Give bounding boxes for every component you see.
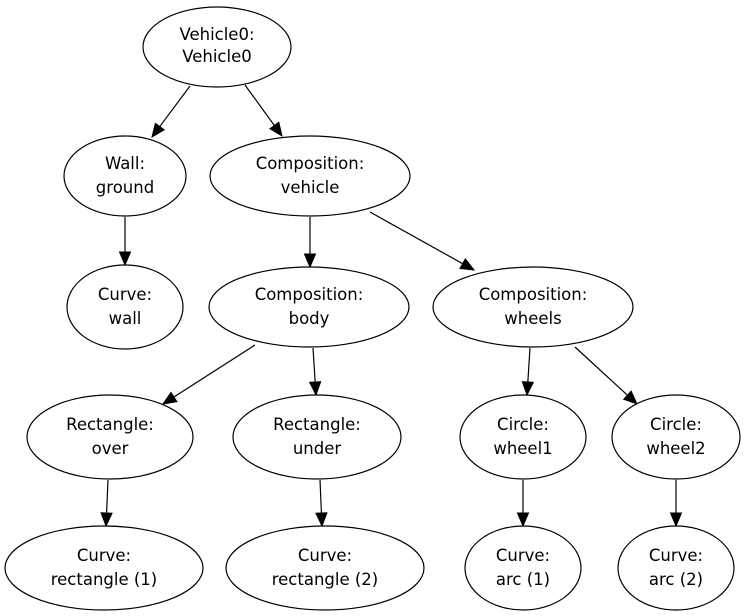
edge-body-to-under — [308, 347, 322, 397]
node-rect1-type: Curve: — [77, 546, 131, 565]
node-body-name: body — [289, 309, 330, 328]
node-ground: Wall: ground — [63, 135, 187, 217]
node-wheels: Composition: wheels — [432, 266, 634, 348]
arrowhead-icon — [118, 251, 132, 267]
node-vehicle-type: Composition: — [256, 154, 365, 173]
arrowhead-icon — [100, 512, 113, 528]
edge-vehicle-to-body — [303, 217, 317, 269]
edge-line — [369, 211, 463, 265]
node-wheels-name: wheels — [504, 309, 561, 328]
arrowhead-icon — [315, 512, 328, 528]
node-arc1: Curve: arc (1) — [464, 525, 582, 611]
node-wall: Curve: wall — [66, 264, 184, 350]
edge-wheels-to-wheel1 — [521, 347, 535, 397]
node-vehicle: Composition: vehicle — [209, 135, 411, 217]
edge-vehicle0-to-vehicle — [244, 84, 283, 138]
edge-wheels-to-wheel2 — [574, 346, 638, 405]
node-arc2-name: arc (2) — [649, 570, 703, 589]
node-vehicle0: Vehicle0: Vehicle0 — [142, 6, 292, 88]
node-vehicle-name: vehicle — [281, 178, 340, 197]
edge-body-to-over — [161, 344, 256, 405]
node-arc2: Curve: arc (2) — [617, 525, 735, 611]
edge-line — [159, 85, 191, 127]
arrowhead-icon — [303, 253, 317, 269]
edge-ground-to-wall — [118, 217, 132, 267]
arrowhead-icon — [516, 512, 530, 528]
edge-line — [244, 84, 275, 126]
arrowhead-icon — [151, 122, 166, 139]
node-wheel1-name: wheel1 — [493, 439, 552, 458]
edge-wheel2-to-arc2 — [669, 480, 683, 528]
node-body: Composition: body — [208, 266, 410, 348]
node-rect2-type: Curve: — [298, 546, 352, 565]
edge-wheel1-to-arc1 — [516, 480, 530, 528]
nodes: Vehicle0: Vehicle0 Wall: ground Composit… — [4, 6, 741, 611]
arrowhead-icon — [308, 381, 322, 397]
node-rect2: Curve: rectangle (2) — [225, 525, 425, 611]
edge-line — [527, 347, 531, 383]
edge-over-to-rect1 — [100, 479, 113, 528]
node-body-type: Composition: — [255, 285, 364, 304]
node-wheel2: Circle: wheel2 — [611, 394, 741, 480]
node-under: Rectangle: under — [232, 394, 402, 480]
edge-line — [105, 479, 109, 514]
node-vehicle0-name: Vehicle0 — [182, 47, 252, 66]
edge-line — [312, 347, 316, 383]
node-rect2-name: rectangle (2) — [272, 570, 379, 589]
node-under-type: Rectangle: — [273, 415, 361, 434]
node-wheel1-type: Circle: — [497, 415, 549, 434]
edge-line — [574, 346, 628, 396]
edge-line — [173, 344, 256, 398]
node-under-name: under — [293, 439, 342, 458]
node-over-type: Rectangle: — [66, 415, 154, 434]
node-rect1-name: rectangle (1) — [51, 570, 158, 589]
node-ground-type: Wall: — [105, 154, 145, 173]
edge-vehicle0-to-ground — [151, 85, 191, 139]
node-wall-name: wall — [109, 309, 142, 328]
node-over-name: over — [92, 439, 129, 458]
arrowhead-icon — [459, 257, 476, 271]
node-arc1-type: Curve: — [496, 546, 550, 565]
node-wheel2-type: Circle: — [650, 415, 702, 434]
arrowhead-icon — [622, 390, 638, 405]
node-ground-name: ground — [96, 178, 154, 197]
node-wall-type: Curve: — [98, 285, 152, 304]
edge-line — [319, 479, 323, 514]
arrowhead-icon — [669, 512, 683, 528]
node-arc2-type: Curve: — [649, 546, 703, 565]
node-arc1-name: arc (1) — [496, 570, 550, 589]
node-wheel2-name: wheel2 — [646, 439, 705, 458]
arrowhead-icon — [161, 391, 178, 405]
node-wheels-type: Composition: — [479, 285, 588, 304]
arrowhead-icon — [521, 381, 535, 397]
edges — [100, 84, 683, 528]
edge-vehicle-to-wheels — [369, 211, 476, 271]
arrowhead-icon — [269, 121, 283, 138]
node-over: Rectangle: over — [26, 394, 194, 480]
node-rect1: Curve: rectangle (1) — [4, 525, 204, 611]
node-vehicle0-type: Vehicle0: — [179, 25, 254, 44]
edge-under-to-rect2 — [315, 479, 328, 528]
node-wheel1: Circle: wheel1 — [459, 394, 587, 480]
